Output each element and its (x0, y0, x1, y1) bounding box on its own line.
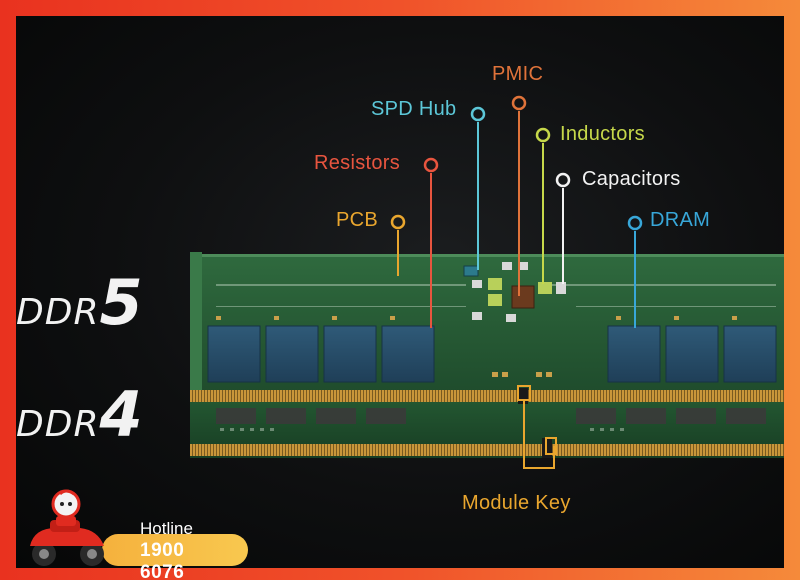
capacitors-label: Capacitors (582, 168, 681, 190)
ddr4-module (190, 394, 784, 458)
ddr4-number: 4 (99, 378, 143, 451)
dram-label: DRAM (650, 209, 711, 231)
ddr5-number: 5 (99, 266, 143, 339)
spd-hub-label: SPD Hub (371, 98, 457, 120)
callout-dots (390, 95, 643, 231)
delivery-scooter-mascot-icon (30, 489, 104, 566)
resistors-label: Resistors (314, 152, 401, 174)
ddr4-label: DDR4 (16, 384, 143, 446)
ddr5-prefix: DDR (16, 292, 100, 333)
ddr5-label: DDR5 (16, 272, 143, 334)
pcb-label: PCB (336, 209, 379, 231)
module-key-label: Module Key (462, 492, 571, 514)
hotline-title: Hotline (140, 519, 193, 538)
callout-lines (397, 111, 636, 469)
module-key-markers (517, 385, 557, 455)
hotline-badge[interactable]: Hotline 1900 6076 (30, 489, 248, 583)
diagram-panel: PMIC SPD Hub Inductors Resistors Capacit… (16, 16, 784, 583)
pmic-label: PMIC (492, 63, 544, 85)
ram-illustration (190, 95, 784, 469)
hotline-number[interactable]: 1900 6076 (140, 540, 185, 583)
dram-chips (207, 325, 777, 383)
ddr4-prefix: DDR (16, 404, 100, 445)
hotline-pill (102, 534, 248, 566)
inductors-label: Inductors (560, 123, 645, 145)
ddr5-module (190, 252, 784, 404)
